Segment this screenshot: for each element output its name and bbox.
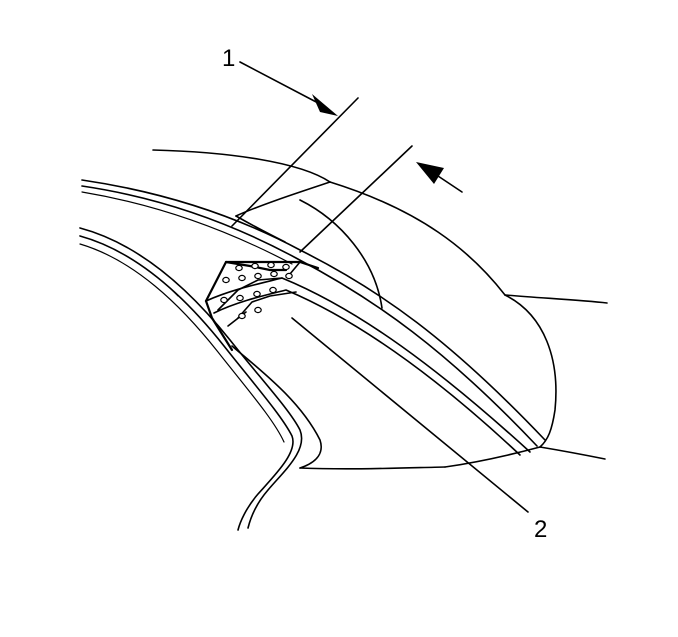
arrow-head-2 — [416, 162, 444, 184]
weld-holes — [220, 261, 293, 320]
callout-label-2: 2 — [534, 516, 547, 543]
quarter-panel — [152, 149, 608, 460]
inner-panel — [235, 181, 383, 309]
door-frame — [79, 227, 541, 531]
callout-label-1: 1 — [222, 45, 235, 72]
dimension-lines — [231, 61, 463, 253]
arrow-head-1 — [312, 94, 338, 116]
leader-line-2 — [291, 317, 529, 513]
repair-section — [204, 260, 320, 352]
roof-rail — [81, 179, 546, 456]
